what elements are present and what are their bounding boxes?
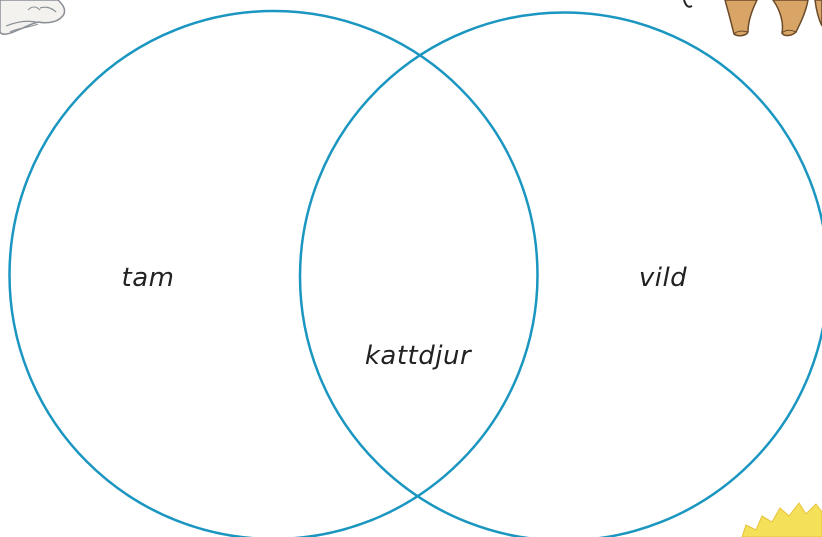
label-right: vild — [639, 263, 687, 293]
wild-cat-legs-icon — [684, 0, 822, 36]
label-overlap: kattdjur — [365, 341, 473, 371]
venn-circle-left — [10, 11, 538, 537]
label-left: tam — [122, 263, 175, 293]
venn-circle-right — [300, 13, 822, 537]
cat-illustration-icon — [0, 0, 65, 34]
sun-icon — [742, 503, 822, 537]
